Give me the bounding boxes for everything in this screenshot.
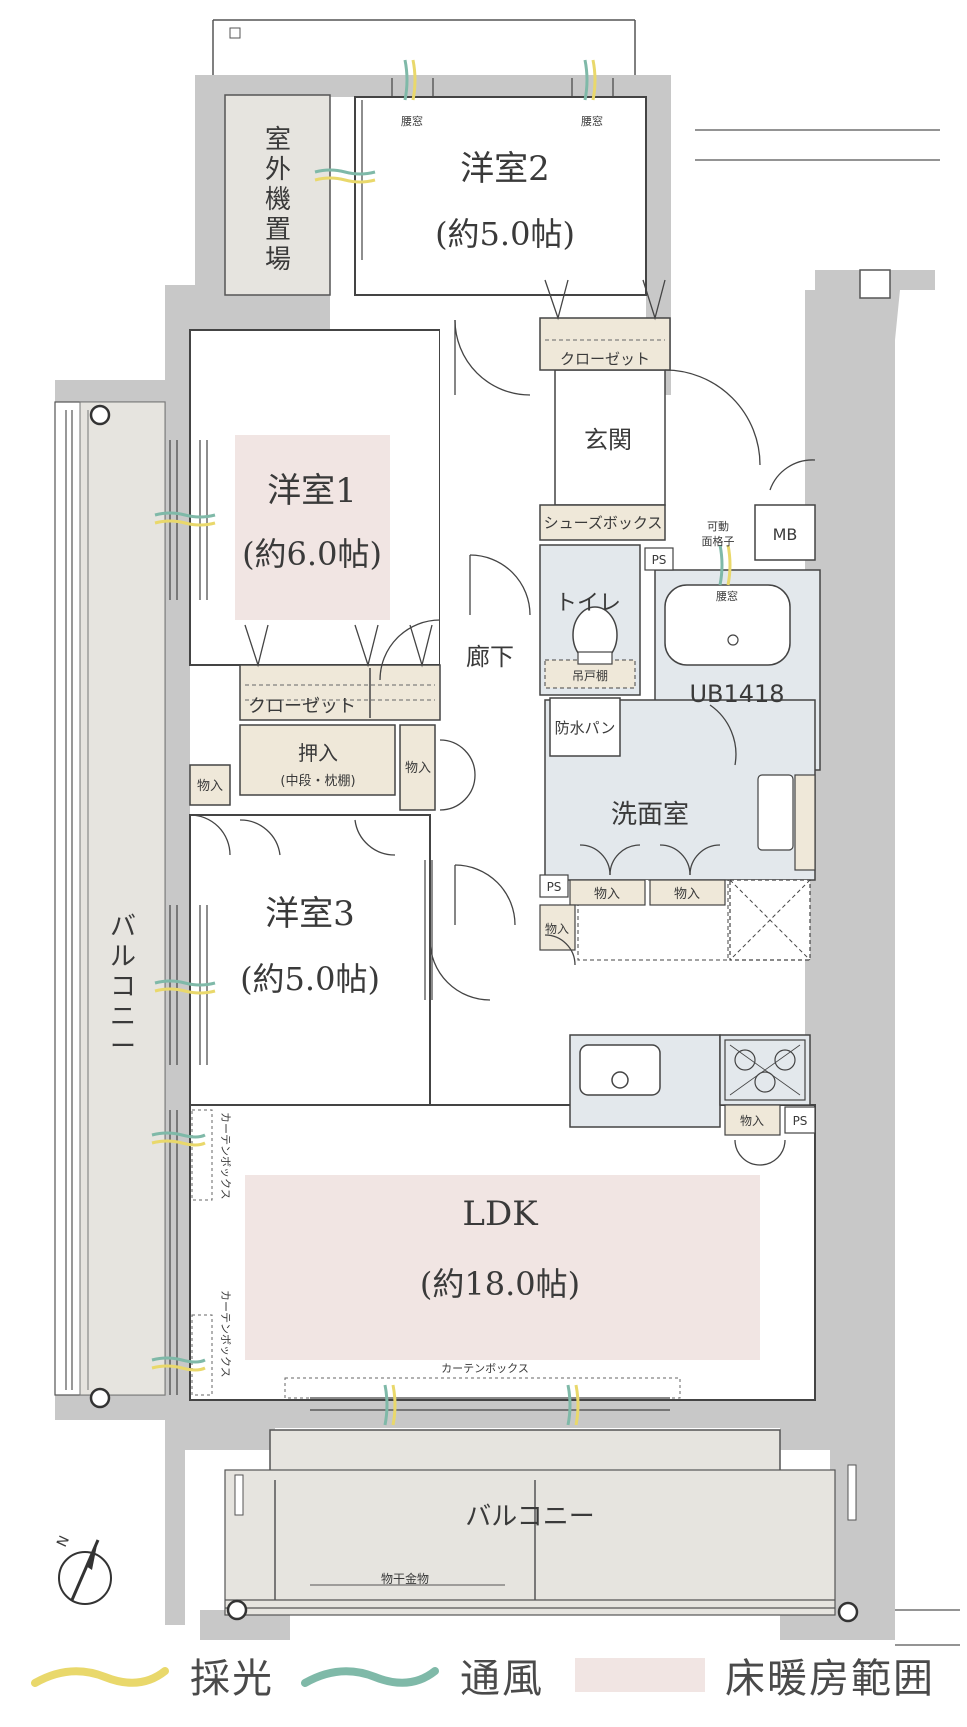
daylight-swatch xyxy=(31,1667,169,1687)
drying-rack-label: 物干金物 xyxy=(381,1571,429,1586)
outdoor-unit-char-5: 場 xyxy=(265,245,291,275)
legend-ventilation: 通風 xyxy=(300,1640,544,1710)
rooms xyxy=(189,96,821,1401)
legend-ventilation-label: 通風 xyxy=(460,1656,544,1702)
storage-oshiire-side-label: 物入 xyxy=(405,761,431,776)
balcony-west-char-2: ル xyxy=(110,942,136,972)
legend: 採光 通風 床暖房範囲 xyxy=(0,1640,967,1710)
waist-window-2-label: 腰窓 xyxy=(581,114,603,128)
ps-label-3: PS xyxy=(793,1114,808,1128)
north-label: N xyxy=(54,1533,73,1549)
movable-grille-label-1: 可動 xyxy=(707,519,729,533)
storage-wash2-label: 物入 xyxy=(674,887,700,902)
movable-grille-label-2: 面格子 xyxy=(702,534,735,548)
corridor-label: 廊下 xyxy=(466,643,514,671)
legend-floor-heating: 床暖房範囲 xyxy=(575,1640,935,1710)
curtain-box-south-label: カーテンボックス xyxy=(441,1362,529,1375)
western1-name: 洋室1 xyxy=(267,471,357,511)
western2-area: (約5.0帖) xyxy=(435,215,575,253)
floor-heating-ldk xyxy=(245,1175,760,1360)
toilet-label: トイレ xyxy=(555,591,621,616)
balcony-west-char-3: コ xyxy=(110,972,136,1002)
outdoor-unit-char-3: 機 xyxy=(265,185,291,215)
balcony-south-label: バルコニー xyxy=(465,1502,594,1532)
storage-units xyxy=(189,317,816,1399)
legend-daylight: 採光 xyxy=(30,1640,274,1710)
mb-label: MB xyxy=(773,525,798,544)
legend-floor-heating-label: 床暖房範囲 xyxy=(725,1656,935,1702)
ps-label-1: PS xyxy=(652,553,667,567)
curtain-box-west2-label: カーテンボックス xyxy=(219,1290,232,1378)
storage-wash1-label: 物入 xyxy=(594,887,620,902)
balcony-west-char-1: バ xyxy=(110,912,136,942)
outdoor-unit-char-4: 置 xyxy=(265,215,291,245)
legend-daylight-label: 採光 xyxy=(190,1656,274,1702)
outdoor-unit-char-1: 室 xyxy=(265,125,291,155)
ldk-area: (約18.0帖) xyxy=(420,1265,580,1303)
labels: 洋室2 (約5.0帖) 洋室1 (約6.0帖) 洋室3 (約5.0帖) LDK … xyxy=(110,114,807,1586)
oshiire-label: 押入 xyxy=(298,741,338,765)
ps-label-2: PS xyxy=(547,880,562,894)
storage-west-label: 物入 xyxy=(197,779,223,794)
western1-area: (約6.0帖) xyxy=(242,535,382,573)
balcony-west-char-4: ニ xyxy=(110,1002,136,1032)
windows xyxy=(169,78,670,1411)
storage-kitchen-label: 物入 xyxy=(740,1114,764,1128)
hanging-shelf-label: 吊戸棚 xyxy=(572,668,608,683)
doors xyxy=(189,279,816,1166)
balcony-west-char-5: ー xyxy=(110,1032,136,1062)
entrance-label: 玄関 xyxy=(584,426,632,454)
washroom-label: 洗面室 xyxy=(611,800,689,830)
western2-name: 洋室2 xyxy=(460,149,550,189)
western3-area: (約5.0帖) xyxy=(240,960,380,998)
waterproof-pan-label: 防水パン xyxy=(555,719,616,737)
storage-corridor-label: 物入 xyxy=(545,922,569,936)
ldk-name: LDK xyxy=(462,1194,538,1234)
ventilation-swatch xyxy=(301,1667,439,1687)
north-arrow-icon: N xyxy=(54,1533,112,1605)
bath-label: UB1418 xyxy=(689,680,784,708)
floor-heating-swatch xyxy=(575,1658,705,1692)
western3-name: 洋室3 xyxy=(265,894,355,934)
waist-window-3-label: 腰窓 xyxy=(716,589,738,603)
curtain-box-west1-label: カーテンボックス xyxy=(219,1112,232,1200)
shoe-box-label: シューズボックス xyxy=(544,514,663,532)
closet-western2-label: クローゼット xyxy=(560,350,650,368)
closet-western1-label: クローゼット xyxy=(248,696,356,717)
outdoor-unit-char-2: 外 xyxy=(265,155,291,185)
floor-heating-western1 xyxy=(235,435,390,620)
waist-window-1-label: 腰窓 xyxy=(401,114,423,128)
airflow-marks xyxy=(151,59,732,1426)
oshiire-detail-label: (中段・枕棚) xyxy=(280,774,355,789)
outdoor-areas xyxy=(54,19,960,1646)
